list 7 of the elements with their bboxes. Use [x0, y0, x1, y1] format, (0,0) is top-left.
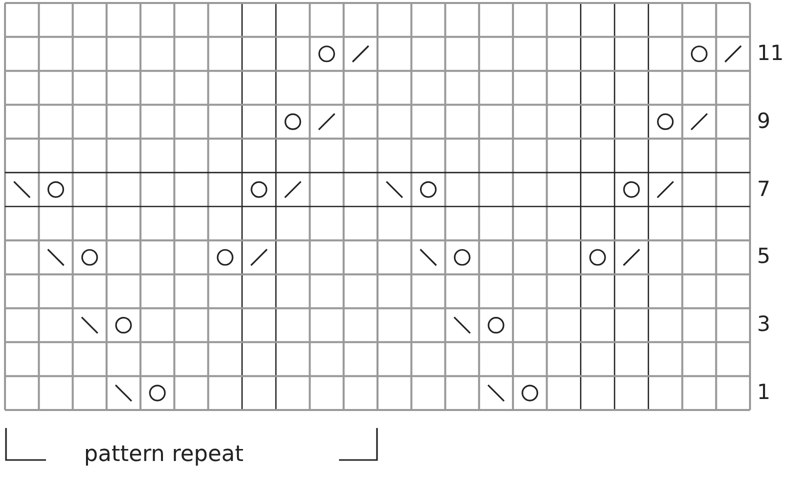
row-number: 3: [757, 314, 770, 336]
row-number: 9: [757, 110, 770, 132]
row-number: 5: [757, 246, 770, 268]
row-number: 7: [757, 178, 770, 200]
row-number: 1: [757, 382, 770, 404]
row-number: 11: [757, 42, 784, 64]
repeat-label: pattern repeat: [84, 444, 244, 466]
